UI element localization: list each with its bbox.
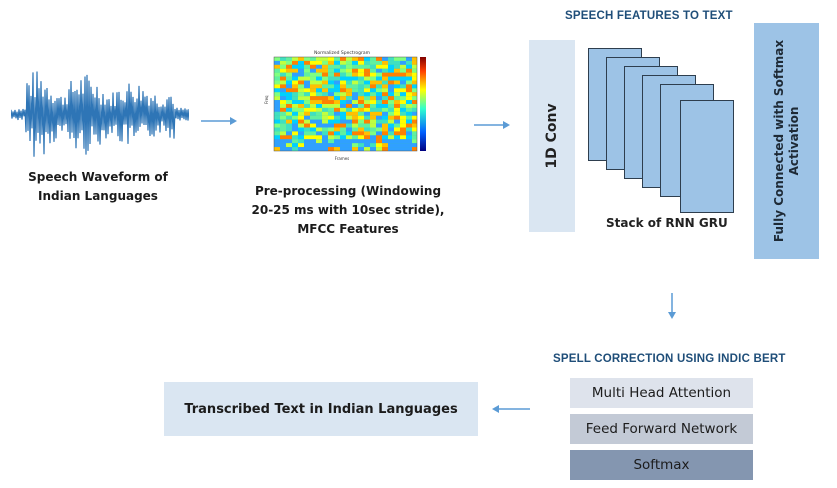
rnn-gru-stack [588,48,738,213]
preprocessing-caption-line-2: 20-25 ms with 10sec stride), [251,203,445,217]
transcribed-text-output: Transcribed Text in Indian Languages [164,382,478,436]
bert-layer-label: Softmax [633,457,690,473]
waveform-caption-line-2: Indian Languages [38,189,158,203]
conv1d-block: 1D Conv [529,40,575,232]
bert-layer-softmax: Softmax [570,450,753,480]
preprocessing-caption-line-1: Pre-processing (Windowing [254,184,442,198]
spell-correction-heading: SPELL CORRECTION USING INDIC BERT [553,353,786,365]
mfcc-spectrogram: Normalized Spectrogram Freq Frames [262,46,432,162]
arrow-waveform-to-preprocessing [200,114,238,128]
rnn-layer [680,100,734,213]
waveform-caption-line-1: Speech Waveform of [28,170,168,184]
waveform-caption: Speech Waveform of Indian Languages [8,168,188,206]
spectrogram-figure: Normalized Spectrogram Freq Frames [264,50,426,161]
spectrogram-title: Normalized Spectrogram [314,50,370,56]
preprocessing-caption-line-3: MFCC Features [297,222,399,236]
spectrogram-colorbar [420,57,426,151]
rnn-gru-label: Stack of RNN GRU [606,216,728,230]
bert-layer-feed-forward: Feed Forward Network [570,414,753,444]
spectrogram-y-label: Freq [264,95,269,104]
fully-connected-label: Fully Connected with Softmax Activation [772,40,802,242]
preprocessing-caption: Pre-processing (Windowing 20-25 ms with … [238,182,458,239]
arrow-preprocessing-to-conv [473,118,511,132]
speech-waveform [10,66,190,162]
spectrogram-x-label: Frames [335,156,350,161]
waveform-path [10,71,190,157]
transcribed-text-label: Transcribed Text in Indian Languages [184,401,458,417]
arrow-spell-correction-to-output [491,402,531,416]
bert-layer-label: Multi Head Attention [591,385,732,401]
bert-layer-label: Feed Forward Network [585,421,738,437]
fully-connected-block: Fully Connected with Softmax Activation [754,23,819,259]
waveform-graphic [10,71,190,157]
bert-layer-multi-head-attention: Multi Head Attention [570,378,753,408]
speech-to-text-heading: SPEECH FEATURES TO TEXT [565,10,733,22]
conv1d-label: 1D Conv [544,103,560,169]
fully-connected-label-line-1: Fully Connected with Softmax [771,39,786,243]
arrow-fc-to-spell-correction [665,292,679,320]
fully-connected-label-line-2: Activation [786,106,801,176]
